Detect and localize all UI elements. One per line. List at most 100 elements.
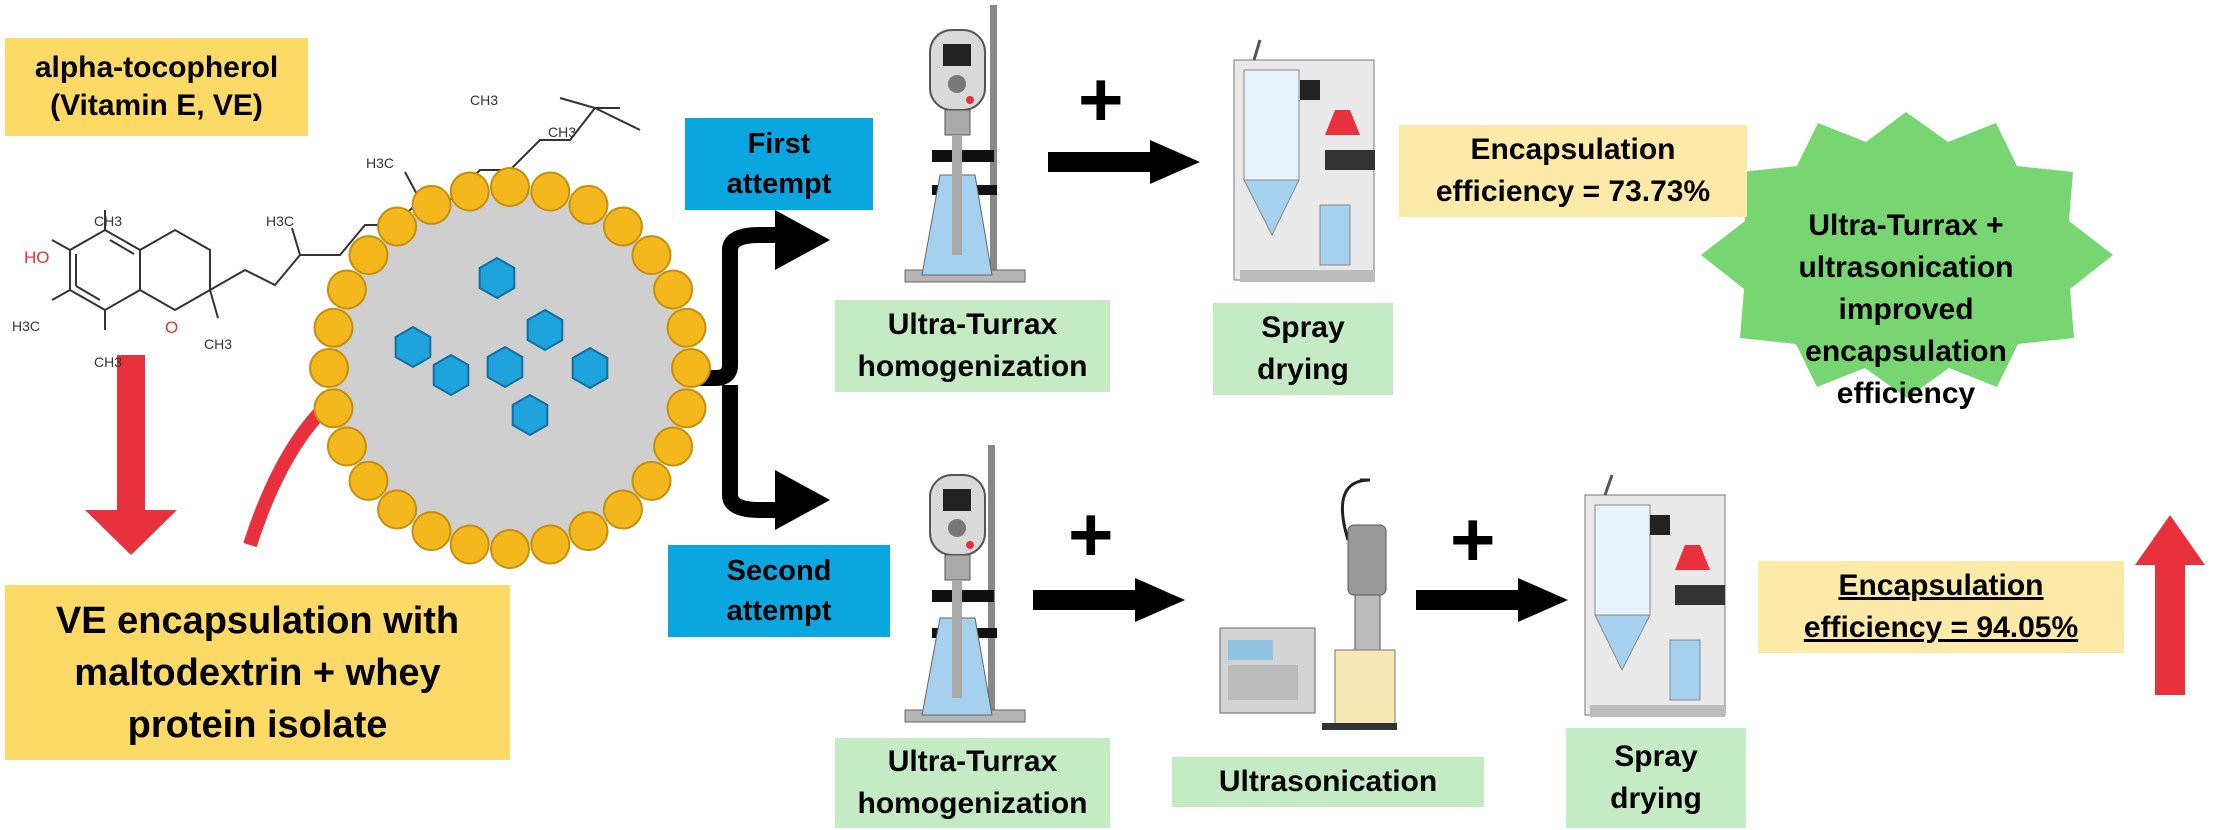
conclusion-line5: efficiency: [1836, 377, 1976, 410]
branch-connector: [650, 227, 780, 518]
homogenizer-2-illustration: [904, 445, 1026, 723]
shell-bead: [326, 426, 367, 467]
shell-bead: [348, 460, 389, 501]
compound-title-box: alpha-tocopherol (Vitamin E, VE): [5, 38, 308, 136]
structure-label-ch3-top: CH3: [94, 213, 123, 229]
encapsulation-line2: maltodextrin + whey: [74, 651, 441, 694]
shell-bead: [568, 184, 609, 225]
conclusion-line3: improved: [1838, 293, 1974, 326]
vitamin-e-hexagon: [526, 308, 564, 352]
ultrasonication-label: Ultrasonication: [1172, 757, 1484, 807]
structure-label-h3c-chain1: H3C: [266, 213, 295, 229]
shell-bead: [530, 524, 571, 565]
process-arrows: [1033, 140, 1568, 622]
encapsulation-box: VE encapsulation with maltodextrin + whe…: [5, 585, 510, 760]
conclusion-line1: Ultra-Turrax +: [1808, 209, 2004, 242]
homogenizer-1-illustration: [904, 5, 1026, 283]
result-second-line1: Encapsulation: [1838, 569, 2044, 602]
shell-bead: [666, 388, 707, 429]
homogenization-2-line1: Ultra-Turrax: [887, 745, 1058, 778]
second-attempt-line1: Second: [726, 555, 832, 587]
shell-bead: [653, 269, 694, 310]
first-attempt-label: First attempt: [685, 118, 873, 210]
vitamin-e-hexagon: [571, 346, 609, 390]
shell-bead: [490, 167, 530, 207]
homogenization-1-line2: homogenization: [857, 350, 1088, 383]
result-first-line1: Encapsulation: [1470, 133, 1676, 166]
shell-bead: [411, 511, 452, 552]
shell-bead: [309, 348, 349, 388]
shell-bead: [568, 511, 609, 552]
homogenization-2-label: Ultra-Turrax homogenization: [835, 738, 1110, 828]
shell-bead: [631, 460, 672, 501]
spray-drying-1-line1: Spray: [1261, 311, 1345, 344]
homogenization-1-line1: Ultra-Turrax: [887, 308, 1058, 341]
branch-arrowhead-top: [775, 210, 830, 270]
ultrasonication-text: Ultrasonication: [1218, 765, 1438, 798]
vitamin-e-hexagon: [478, 256, 516, 300]
conclusion-line4: encapsulation: [1805, 335, 2007, 368]
structure-label-h3c-chain2: H3C: [366, 155, 395, 171]
conclusion-text: Ultra-Turrax + ultrasonication improved …: [1775, 205, 2037, 415]
shell-bead: [530, 171, 571, 212]
vitamin-e-hexagon: [394, 325, 432, 369]
homogenization-2-line2: homogenization: [857, 787, 1088, 820]
compound-title-line1: alpha-tocopherol: [34, 51, 279, 84]
plus-sign-2: +: [1068, 490, 1114, 578]
red-down-arrow: [85, 355, 177, 555]
result-second-line2: efficiency = 94.05%: [1803, 611, 2079, 644]
homogenization-1-label: Ultra-Turrax homogenization: [835, 300, 1110, 392]
shell-bead: [313, 307, 354, 348]
result-second-box: Encapsulation efficiency = 94.05%: [1758, 561, 2124, 653]
spray-drying-1-line2: drying: [1257, 353, 1349, 386]
shell-bead: [449, 524, 490, 565]
structure-label-h3c-chain3: CH3: [470, 92, 499, 108]
shell-bead: [313, 388, 354, 429]
shell-bead: [602, 489, 643, 530]
second-attempt-label: Second attempt: [668, 545, 890, 637]
shell-bead: [631, 235, 672, 276]
structure-label-ho: HO: [24, 248, 50, 267]
spray-drying-1-label: Spray drying: [1213, 303, 1393, 395]
vitamin-e-hexagon: [511, 393, 549, 437]
spray-dryer-1-illustration: [1233, 39, 1375, 282]
shell-bead: [666, 307, 707, 348]
first-attempt-line2: attempt: [726, 168, 832, 200]
shell-bead: [653, 426, 694, 467]
shell-bead: [602, 206, 643, 247]
first-attempt-line1: First: [747, 128, 811, 160]
vitamin-e-hexagon: [486, 345, 524, 389]
spray-drying-2-line1: Spray: [1614, 740, 1698, 773]
result-first-line2: efficiency = 73.73%: [1435, 175, 1711, 208]
vitamin-e-hexagon: [432, 353, 470, 397]
structure-label-ch3-bottom: CH3: [94, 354, 123, 370]
spray-dryer-2-illustration: [1584, 474, 1726, 717]
shell-bead: [326, 269, 367, 310]
second-attempt-line2: attempt: [726, 595, 832, 627]
shell-bead: [348, 235, 389, 276]
structure-label-o: O: [165, 318, 179, 337]
shell-bead: [377, 489, 418, 530]
shell-bead: [671, 348, 711, 388]
plus-sign-3: +: [1450, 495, 1496, 583]
conclusion-star: [1701, 112, 2113, 398]
spray-drying-2-line2: drying: [1610, 782, 1702, 815]
conclusion-line2: ultrasonication: [1798, 251, 2014, 284]
shell-bead: [411, 184, 452, 225]
structure-label-ch3-chain4: CH3: [548, 124, 577, 140]
spray-drying-2-label: Spray drying: [1566, 728, 1746, 828]
red-up-arrow: [2135, 515, 2205, 695]
shell-bead: [377, 206, 418, 247]
structure-label-ch3-ring: CH3: [204, 336, 233, 352]
encapsulation-line1: VE encapsulation with: [55, 599, 460, 642]
branch-arrowhead-bottom: [775, 470, 830, 530]
result-first-box: Encapsulation efficiency = 73.73%: [1399, 125, 1747, 217]
ultrasonicator-illustration: [1219, 478, 1397, 730]
compound-title-line2: (Vitamin E, VE): [50, 89, 263, 122]
shell-bead: [449, 171, 490, 212]
shell-bead: [490, 529, 530, 569]
encapsulation-line3: protein isolate: [127, 703, 388, 746]
